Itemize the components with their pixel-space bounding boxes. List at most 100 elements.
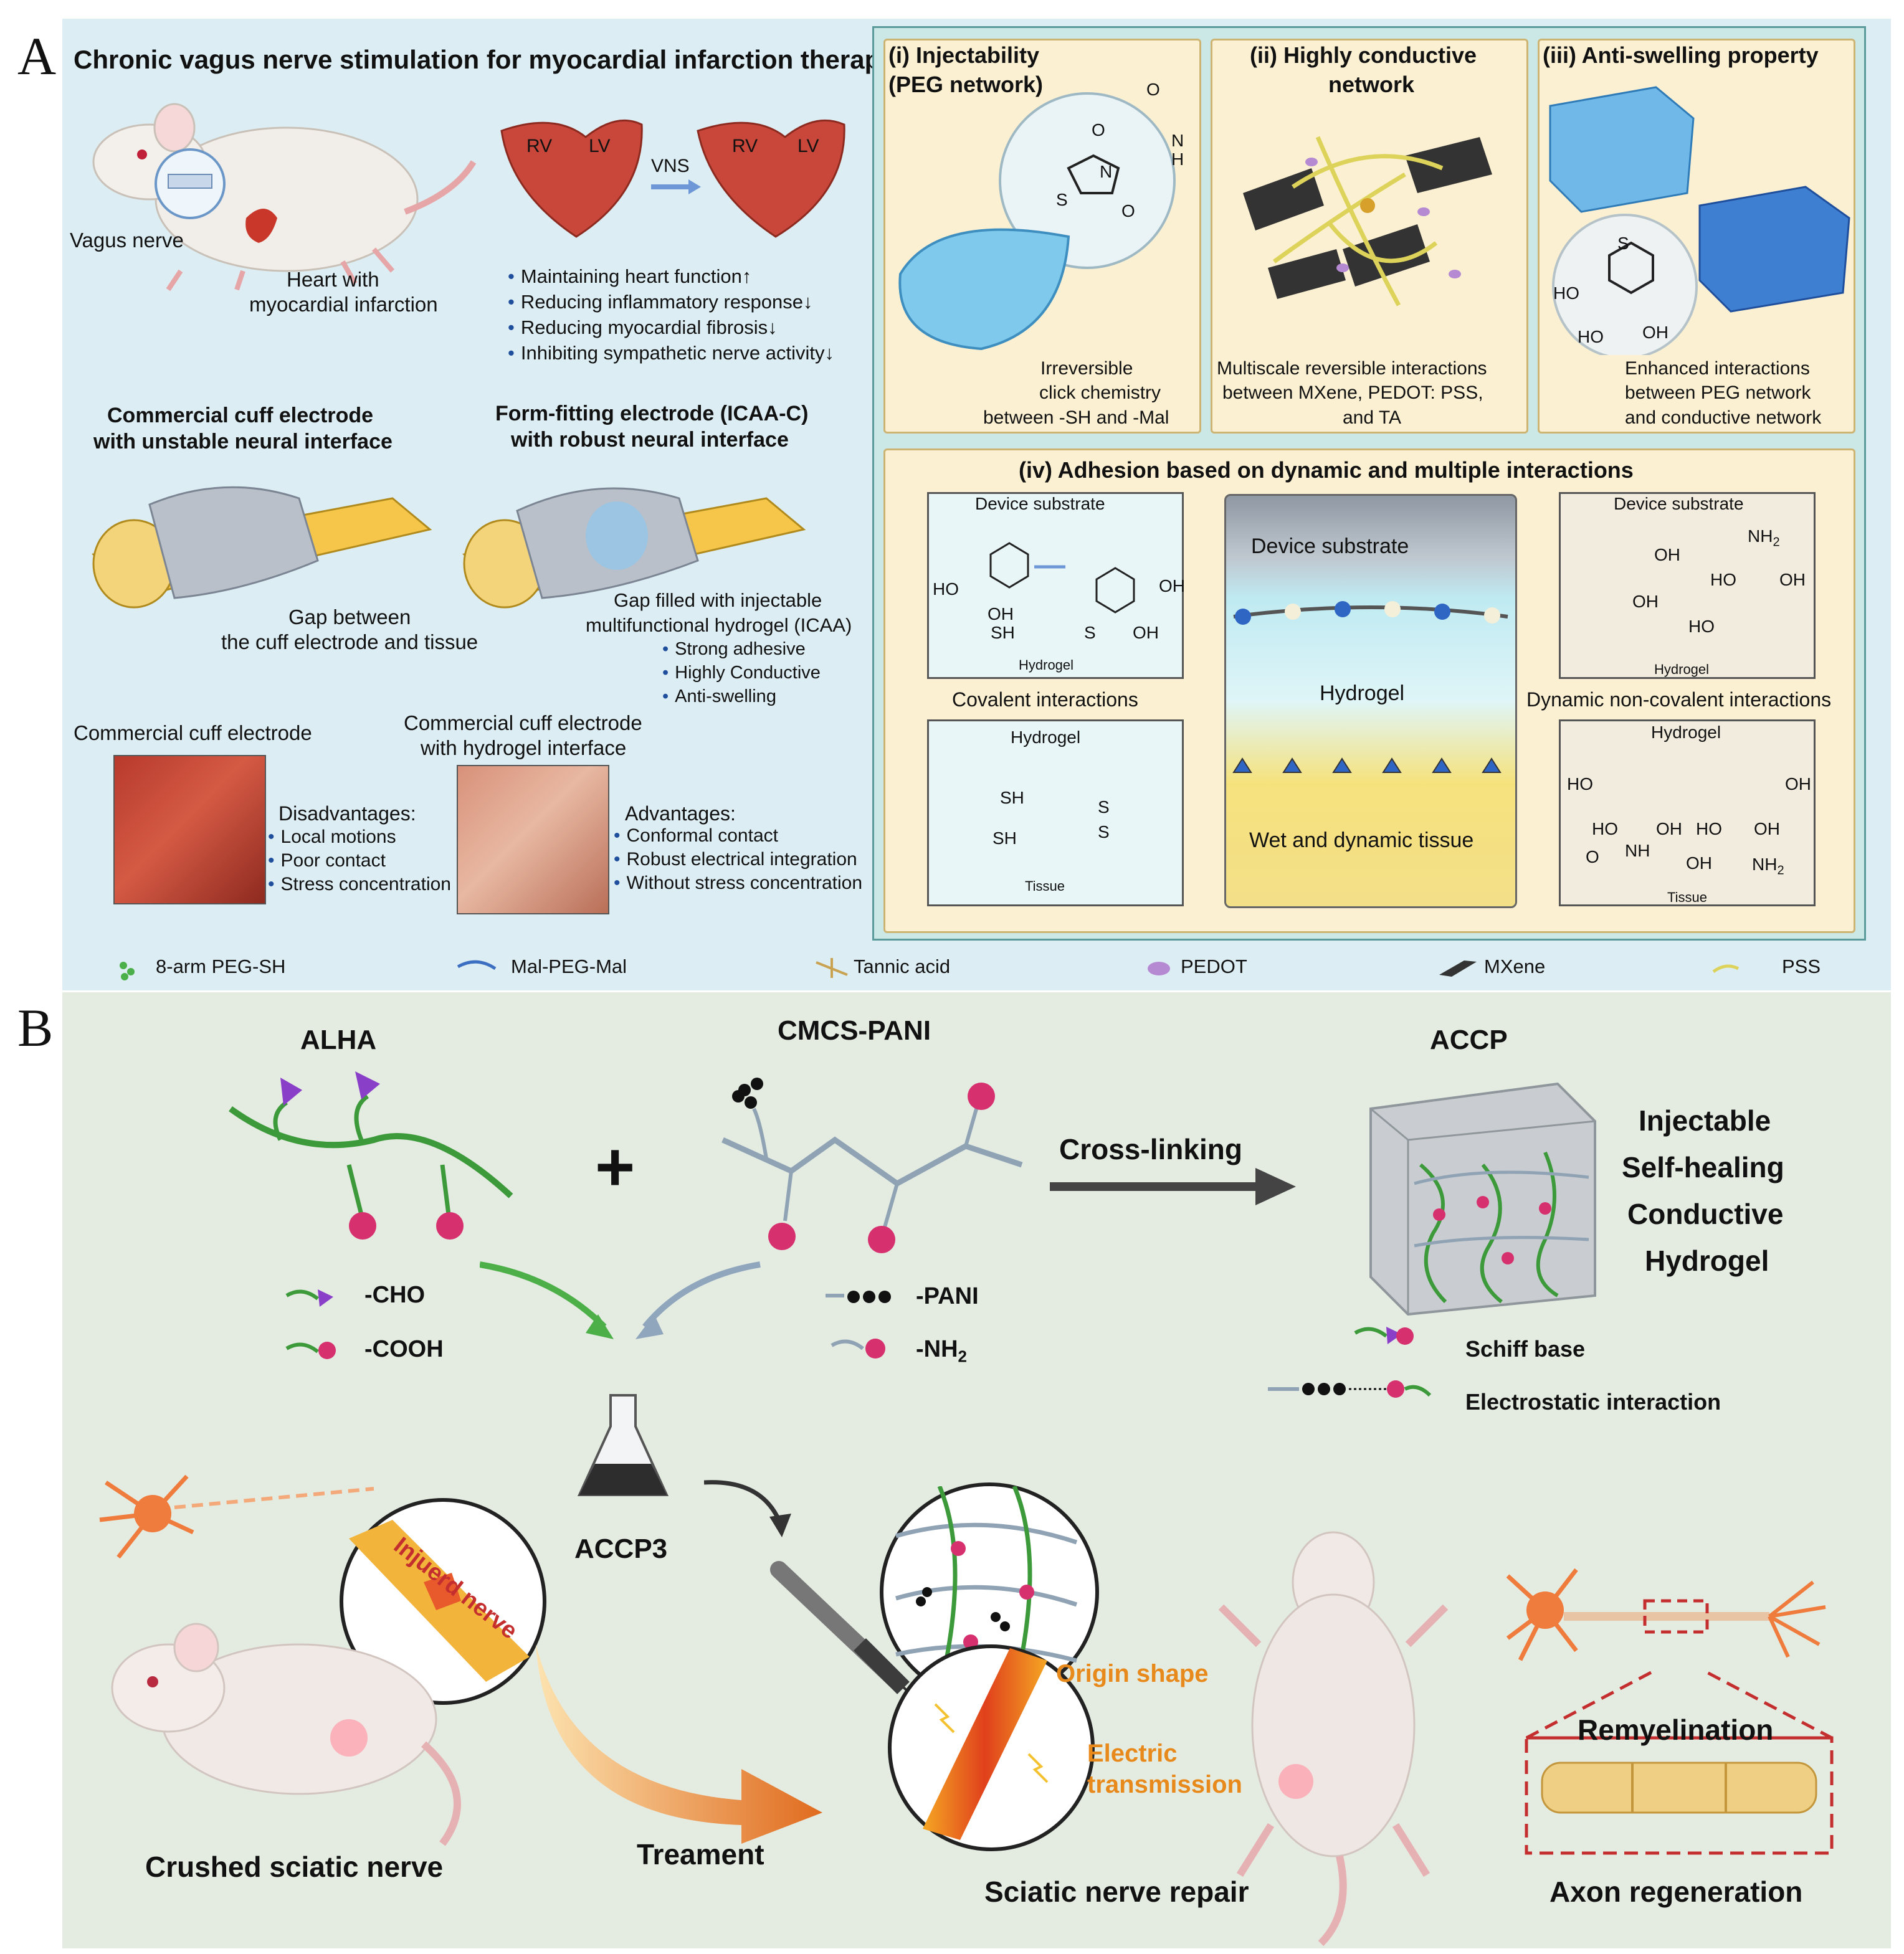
commercial-cuff-title-2: with unstable neural interface [93, 430, 393, 453]
chem-oh-nc-3: OH [1632, 592, 1659, 611]
rv-label-1: RV [526, 136, 553, 156]
rv-label-2: RV [732, 136, 758, 156]
crushed-sciatic-label: Crushed sciatic nerve [145, 1851, 444, 1883]
gap-filled-1: Gap filled with injectable [614, 589, 822, 611]
accp-prop-self-healing: Self-healing [1622, 1151, 1784, 1183]
treatment-label: Treament [637, 1838, 764, 1871]
device-substrate-center: Device substrate [1251, 534, 1409, 558]
hydrogel-label-small-2: Hydrogel [1654, 662, 1710, 677]
injectability-caption-1: Irreversible [1040, 358, 1133, 379]
chem-o-2: O [1092, 120, 1105, 140]
hydrogel-center: Hydrogel [1320, 681, 1405, 705]
chem-oh-nc-5: OH [1656, 819, 1682, 838]
photo-commercial-cuff [113, 755, 266, 904]
gap-feature-2: Highly Conductive [662, 663, 821, 683]
chem-sh-cov-3: SH [992, 828, 1017, 848]
noncovalent-label: Dynamic non-covalent interactions [1526, 688, 1832, 711]
benefit-1: Maintaining heart function↑ [508, 265, 752, 288]
chem-h-1: H [1171, 149, 1184, 169]
chem-oh-nc-4: OH [1785, 774, 1811, 794]
flask-to-syringe-arrow [704, 1480, 791, 1537]
legend-pedot: PEDOT [1181, 956, 1247, 977]
chem-oh-nc-2: OH [1779, 570, 1806, 589]
lv-label-1: LV [589, 136, 611, 156]
origin-shape-label: Origin shape [1056, 1660, 1209, 1687]
crosslinking-arrow [1050, 1168, 1296, 1205]
covalent-box-top [927, 492, 1184, 679]
chem-oh-nc-1: OH [1654, 545, 1680, 564]
accp-cube [1369, 1082, 1596, 1316]
neuron-right [1506, 1568, 1826, 1661]
accp-prop-injectable: Injectable [1639, 1104, 1771, 1137]
conductive-caption-3: and TA [1343, 407, 1401, 428]
legend-pss: PSS [1782, 956, 1821, 977]
device-substrate-label-1: Device substrate [975, 494, 1105, 513]
benefit-2: Reducing inflammatory response↓ [508, 291, 813, 313]
merge-arrows [480, 1261, 761, 1339]
nerve-repair-band [923, 1648, 1049, 1840]
benefit-4: Inhibiting sympathetic nerve activity↓ [508, 342, 834, 364]
chem-sh-cov: SH [991, 623, 1015, 642]
alha-polymer [229, 1071, 513, 1240]
axon-regeneration-label: Axon regeneration [1549, 1876, 1803, 1908]
wet-tissue-center: Wet and dynamic tissue [1249, 828, 1474, 852]
injectability-caption-3: between -SH and -Mal [983, 407, 1169, 428]
accp-prop-conductive: Conductive [1627, 1198, 1784, 1230]
device-substrate-label-2: Device substrate [1614, 494, 1744, 513]
gap-label-1: Gap between [288, 605, 411, 628]
chem-nh2-nc-2: NH2 [1752, 855, 1784, 878]
conductive-network-illustration [1243, 136, 1492, 306]
antiswelling-title: (iii) Anti-swelling property [1543, 42, 1819, 68]
photo-hydrogel-cuff [457, 765, 609, 914]
panel-a-letter: A [17, 26, 57, 86]
formfit-title-1: Form-fitting electrode (ICAA-C) [495, 402, 809, 425]
chem-s-1: S [1056, 190, 1068, 209]
disadvantages-title: Disadvantages: [278, 802, 416, 825]
remyelination-box [1525, 1671, 1834, 1855]
chem-oh-nc-6: OH [1754, 819, 1780, 838]
lv-label-2: LV [797, 136, 819, 156]
chem-o-nc: O [1586, 847, 1599, 866]
disadvantage-1: Local motions [268, 827, 396, 848]
antiswelling-caption-1: Enhanced interactions [1625, 358, 1810, 379]
legend-peg-sh: 8-arm PEG-SH [156, 956, 286, 977]
chem-oh-swell: OH [1642, 323, 1668, 342]
photo2-label-2: with hydrogel interface [421, 736, 627, 759]
formfit-title-2: with robust neural interface [511, 428, 789, 452]
heart-label-line1: Heart with [287, 268, 379, 291]
tissue-label-cov: Tissue [1025, 878, 1065, 894]
chem-n-2: N [1171, 131, 1184, 150]
gap-label-2: the cuff electrode and tissue [221, 630, 478, 653]
advantages-title: Advantages: [625, 802, 736, 825]
neuron-left [99, 1474, 374, 1559]
conductive-title-2: network [1328, 72, 1415, 97]
photo1-label: Commercial cuff electrode [74, 721, 312, 744]
alha-title: ALHA [300, 1025, 377, 1055]
injectability-caption-2: click chemistry [1039, 382, 1161, 403]
plus-sign: + [595, 1129, 635, 1205]
adhesion-title: (iv) Adhesion based on dynamic and multi… [1019, 457, 1634, 483]
gap-feature-3: Anti-swelling [662, 686, 776, 707]
chem-s-cov-2: S [1098, 797, 1110, 817]
chem-s-cov: S [1084, 623, 1096, 642]
cuff-electrodes [92, 486, 806, 609]
cmcs-pani-title: CMCS-PANI [778, 1015, 931, 1046]
chem-ho-swell-1: HO [1553, 283, 1579, 303]
flask-icon [577, 1394, 669, 1496]
chem-oh-cov-1: OH [988, 604, 1014, 624]
injectability-illustration [898, 92, 1176, 351]
legend-mxene: MXene [1484, 956, 1546, 977]
injectability-title-2: (PEG network) [888, 72, 1044, 97]
chem-ho-nc-5: HO [1696, 819, 1722, 838]
legend-cho: -CHO [364, 1282, 426, 1308]
hydrogel-label-cov-2: Hydrogel [1011, 728, 1081, 747]
tissue-label-nc: Tissue [1667, 889, 1707, 905]
electric-label-2: transmission [1087, 1771, 1242, 1798]
chem-oh-nc-7: OH [1686, 853, 1712, 873]
chem-oh-cov-3: OH [1133, 623, 1159, 642]
accp-prop-hydrogel: Hydrogel [1645, 1245, 1769, 1277]
accp3-label: ACCP3 [574, 1534, 668, 1564]
commercial-cuff-title-1: Commercial cuff electrode [107, 404, 374, 427]
heart-label-line2: myocardial infarction [249, 293, 438, 316]
mouse-right [1218, 1531, 1449, 1947]
